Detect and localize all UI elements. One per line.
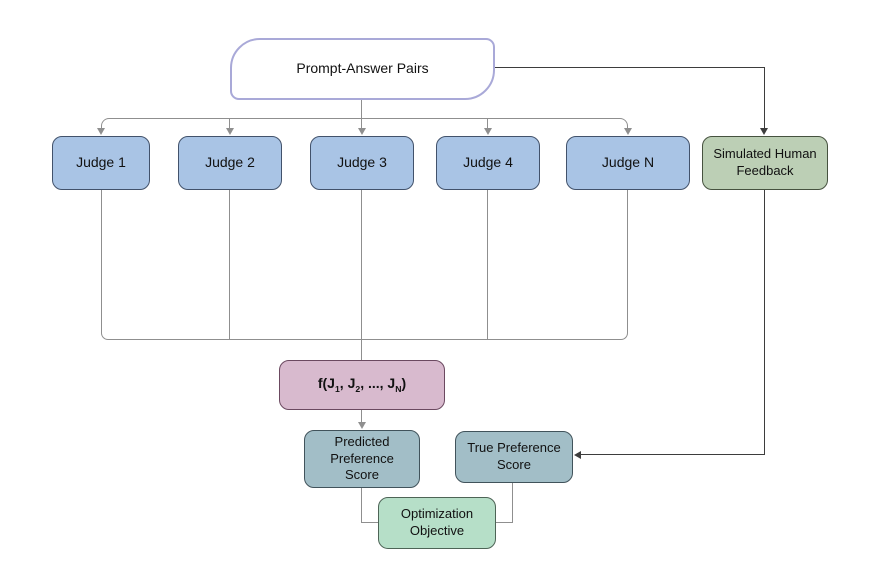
predicted-preference-score-label: Predicted Preference Score (330, 434, 394, 483)
predicted-preference-score-node: Predicted Preference Score (304, 430, 420, 488)
connector-fan-judge-4 (487, 118, 489, 131)
judge-3-label: Judge 3 (337, 154, 387, 171)
arrowhead-judge-3 (357, 128, 366, 135)
judge-n-node: Judge N (566, 136, 690, 190)
judge-4-node: Judge 4 (436, 136, 540, 190)
judge-3-node: Judge 3 (310, 136, 414, 190)
judge-1-node: Judge 1 (52, 136, 150, 190)
true-preference-score-label: True Preference Score (467, 440, 561, 472)
aggregator-function-node: f(J1, J2, ..., JN) (279, 360, 445, 410)
judge-4-label: Judge 4 (463, 154, 513, 171)
judge-1-label: Judge 1 (76, 154, 126, 171)
connector-prompt-to-fan (361, 100, 363, 118)
prompt-answer-pairs-label: Prompt-Answer Pairs (296, 60, 429, 77)
connector-simulated-true (580, 190, 765, 455)
arrowhead-simulated (760, 128, 768, 135)
aggregator-function-label: f(J1, J2, ..., JN) (317, 375, 407, 394)
simulated-human-feedback-node: Simulated Human Feedback (702, 136, 828, 190)
arrowhead-predicted (357, 422, 366, 429)
arrowhead-judge-4 (483, 128, 492, 135)
connector-judges-bus (101, 190, 628, 340)
connector-judge-3-aggregator (361, 190, 363, 360)
connector-judge-4-bus (487, 190, 489, 340)
connector-judge-2-bus (229, 190, 231, 340)
arrowhead-judge-1 (96, 128, 105, 135)
connector-true-objective (496, 483, 513, 523)
connector-aggregator-predicted (361, 410, 363, 423)
judge-2-label: Judge 2 (205, 154, 255, 171)
arrowhead-true-score (574, 450, 581, 459)
simulated-human-feedback-label: Simulated Human Feedback (713, 146, 817, 178)
connector-fan-judge-2 (229, 118, 231, 131)
connector-predicted-objective (361, 488, 378, 523)
optimization-objective-node: Optimization Objective (378, 497, 496, 549)
connector-fanout-bus (101, 118, 628, 133)
judge-n-label: Judge N (601, 154, 655, 171)
arrowhead-judge-n (623, 128, 632, 135)
arrowhead-judge-2 (225, 128, 234, 135)
prompt-answer-pairs-node: Prompt-Answer Pairs (230, 38, 495, 100)
connector-prompt-simulated (495, 67, 765, 129)
optimization-objective-label: Optimization Objective (400, 506, 474, 538)
connector-fan-judge-3 (361, 118, 363, 131)
judge-2-node: Judge 2 (178, 136, 282, 190)
true-preference-score-node: True Preference Score (455, 431, 573, 483)
